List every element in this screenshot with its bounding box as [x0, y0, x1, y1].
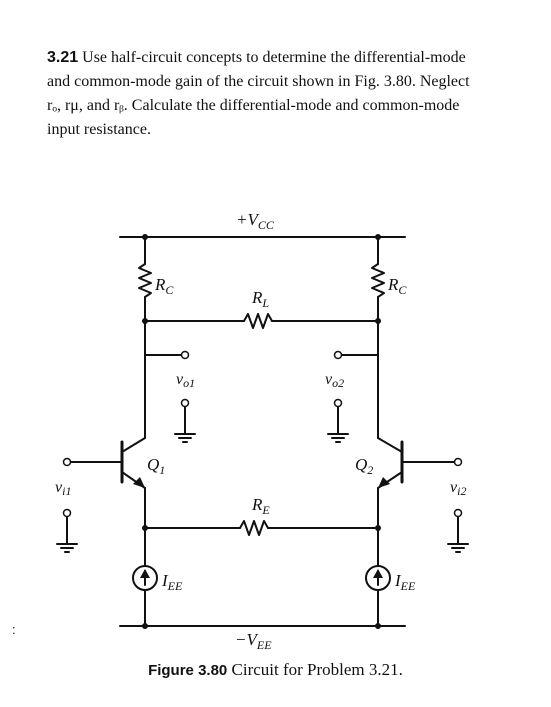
vo1-label: vo1: [176, 371, 195, 390]
problem-text: Use half-circuit concepts to determine t…: [47, 49, 470, 138]
q2-emitter-arrow: [378, 477, 390, 488]
rl-resistor: [243, 313, 273, 329]
margin-mark: :: [12, 622, 16, 637]
vo2-terminal: [333, 350, 343, 360]
vi1-label: vi1: [55, 479, 71, 498]
vi2-terminal: [453, 457, 463, 467]
problem-statement: 3.21 Use half-circuit concepts to determ…: [47, 46, 487, 142]
caption-text: Circuit for Problem 3.21.: [231, 660, 403, 679]
problem-number: 3.21: [47, 49, 79, 66]
rc-right-label: RC: [387, 275, 407, 297]
figure-number: Figure 3.80: [148, 662, 228, 679]
re-label: RE: [251, 495, 270, 517]
rc-left-label: RC: [154, 275, 174, 297]
re-resistor: [239, 520, 269, 536]
vcc-label: +VCC: [236, 210, 275, 232]
q2-label: Q2: [355, 455, 373, 477]
vi2-label: vi2: [450, 479, 466, 498]
vi1-terminal: [62, 457, 72, 467]
iee-right-arrow: [373, 569, 383, 578]
rc-right-resistor: [371, 263, 385, 298]
vo2-label: vo2: [325, 371, 344, 390]
rl-label: RL: [251, 288, 269, 310]
q1-emitter-arrow: [133, 477, 145, 488]
figure-caption: Figure 3.80 Circuit for Problem 3.21.: [0, 660, 551, 680]
vee-label: −VEE: [235, 630, 272, 652]
iee-right-label: IEE: [394, 571, 416, 593]
q1-label: Q1: [147, 455, 165, 477]
rc-left-resistor: [138, 263, 152, 298]
vo1-terminal: [180, 350, 190, 360]
iee-left-label: IEE: [161, 571, 183, 593]
iee-left-arrow: [140, 569, 150, 578]
